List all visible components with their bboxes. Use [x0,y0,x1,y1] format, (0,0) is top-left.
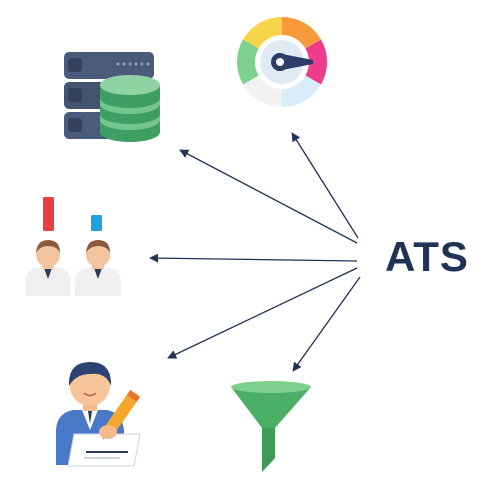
recruiter-signing-icon [56,362,141,467]
arrow-to-funnel [292,276,361,372]
arrow-to-gauge [291,132,359,239]
filter-funnel-icon [231,381,311,472]
rank-bar-red [43,197,54,231]
arrow-to-database [179,149,358,244]
arrow-to-recruiter [167,267,358,359]
ats-hub-label: ATS [385,233,469,280]
connector-arrows [149,132,361,372]
arrow-to-candidates [149,253,358,263]
rank-bar-blue [91,215,102,231]
candidate-ranking-icon [25,197,121,296]
speedometer-gauge-icon [236,16,328,108]
database-server-icon [64,52,160,142]
